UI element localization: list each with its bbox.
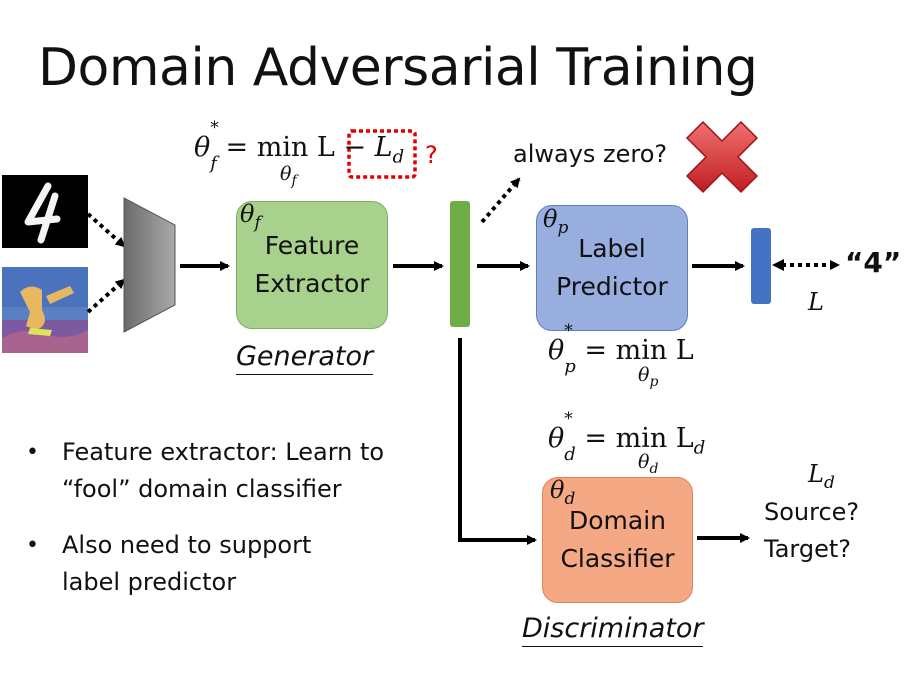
- generator-label: Generator: [236, 341, 374, 375]
- label-predictor-param: θp: [543, 205, 569, 238]
- bullet-list: • Feature extractor: Learn to “fool” dom…: [26, 434, 426, 620]
- domain-classifier-block: Domain Classifier: [542, 477, 693, 603]
- label-predictor-line2: Predictor: [556, 272, 668, 301]
- feature-extractor-line1: Feature: [264, 231, 360, 260]
- input-arrow-top: [86, 212, 126, 248]
- domain-loss-label: Ld: [808, 460, 835, 493]
- domain-classifier-line2: Classifier: [560, 544, 675, 573]
- loss-label-L: L: [808, 288, 824, 316]
- mnist-m-digit-image: [2, 267, 88, 353]
- feature-extractor-block: Feature Extractor: [236, 201, 388, 329]
- feature-vector-bar: [450, 201, 470, 327]
- question-mark: ?: [425, 141, 438, 169]
- feature-extractor-min-subscript: θf: [280, 163, 297, 189]
- bullet-text: Also need to support label predictor: [62, 531, 312, 596]
- label-predictor-block: Label Predictor: [536, 205, 688, 331]
- discriminator-label: Discriminator: [522, 613, 704, 647]
- highlight-box-negative-ld: [347, 129, 417, 179]
- label-predictor-min-subscript: θp: [638, 364, 659, 390]
- feature-extractor-objective: θ*f = min L − Ld: [194, 118, 405, 175]
- source-label: Source?: [764, 498, 860, 526]
- feature-extractor-param: θf: [240, 200, 261, 233]
- arrow-always-zero: [480, 177, 521, 224]
- page-title: Domain Adversarial Training: [38, 38, 758, 98]
- ground-truth-label: “4”: [845, 246, 902, 279]
- input-arrow-bottom: [86, 278, 126, 314]
- label-predictor-line1: Label: [578, 234, 646, 263]
- bullet-item: • Also need to support label predictor: [26, 527, 426, 601]
- always-zero-label: always zero?: [513, 140, 668, 168]
- mnist-digit-image: [2, 175, 88, 248]
- domain-classifier-min-subscript: θd: [638, 451, 659, 477]
- target-label: Target?: [764, 535, 851, 563]
- bullet-item: • Feature extractor: Learn to “fool” dom…: [26, 434, 426, 508]
- bullet-dot: •: [26, 440, 39, 465]
- red-cross-icon: [685, 120, 759, 194]
- domain-classifier-objective: θ*d = min Ld: [548, 409, 706, 466]
- bullet-dot: •: [26, 533, 39, 558]
- domain-classifier-param: θd: [550, 476, 576, 509]
- input-layer-shape: [123, 197, 176, 333]
- domain-classifier-line1: Domain: [568, 506, 666, 535]
- output-vector-bar: [751, 228, 771, 304]
- label-predictor-objective: θ*p = min L: [548, 321, 694, 378]
- feature-extractor-line2: Extractor: [254, 269, 370, 298]
- bullet-text: Feature extractor: Learn to “fool” domai…: [62, 438, 385, 503]
